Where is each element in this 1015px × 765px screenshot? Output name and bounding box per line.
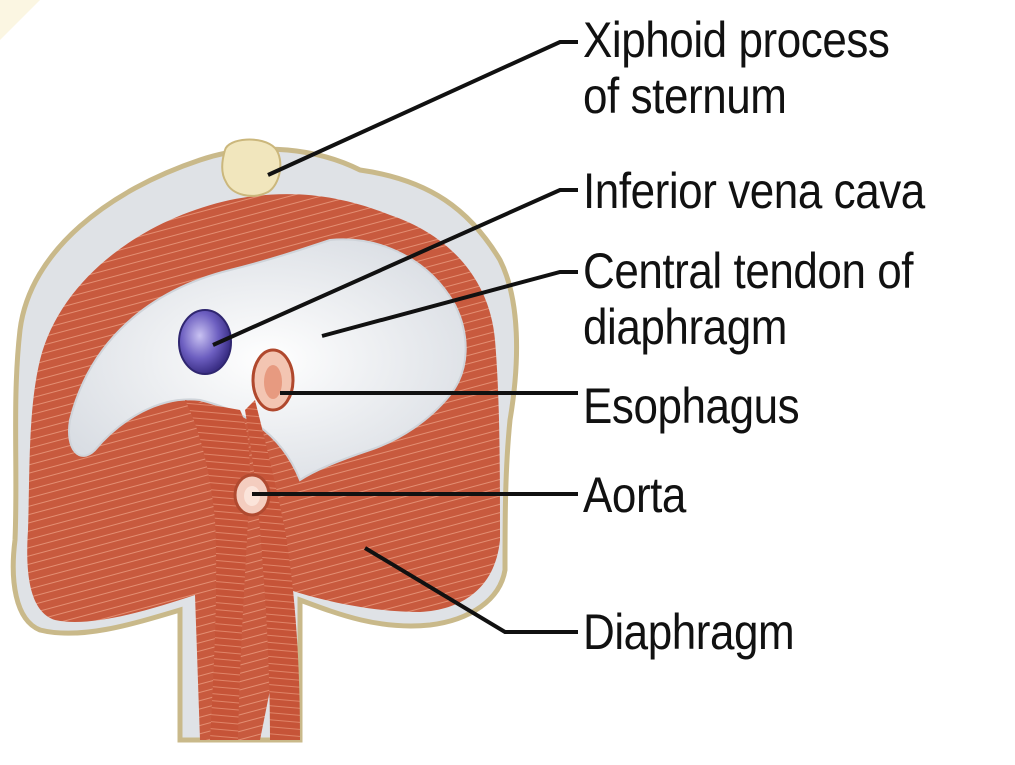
label-inferior-vena-cava: Inferior vena cava [583,163,925,219]
label-xiphoid-process: Xiphoid process of sternum [583,12,889,124]
label-central-tendon-line2: diaphragm [583,299,913,355]
xiphoid-process [222,140,280,196]
label-xiphoid-line2: of sternum [583,68,889,124]
label-aorta: Aorta [583,467,686,523]
label-xiphoid-line1: Xiphoid process [583,12,889,68]
label-diaphragm: Diaphragm [583,604,794,660]
label-central-tendon-line1: Central tendon of [583,243,913,299]
leader-xiphoid [268,42,578,175]
label-central-tendon: Central tendon of diaphragm [583,243,913,355]
label-esophagus: Esophagus [583,378,799,434]
corner-mark [0,0,40,40]
